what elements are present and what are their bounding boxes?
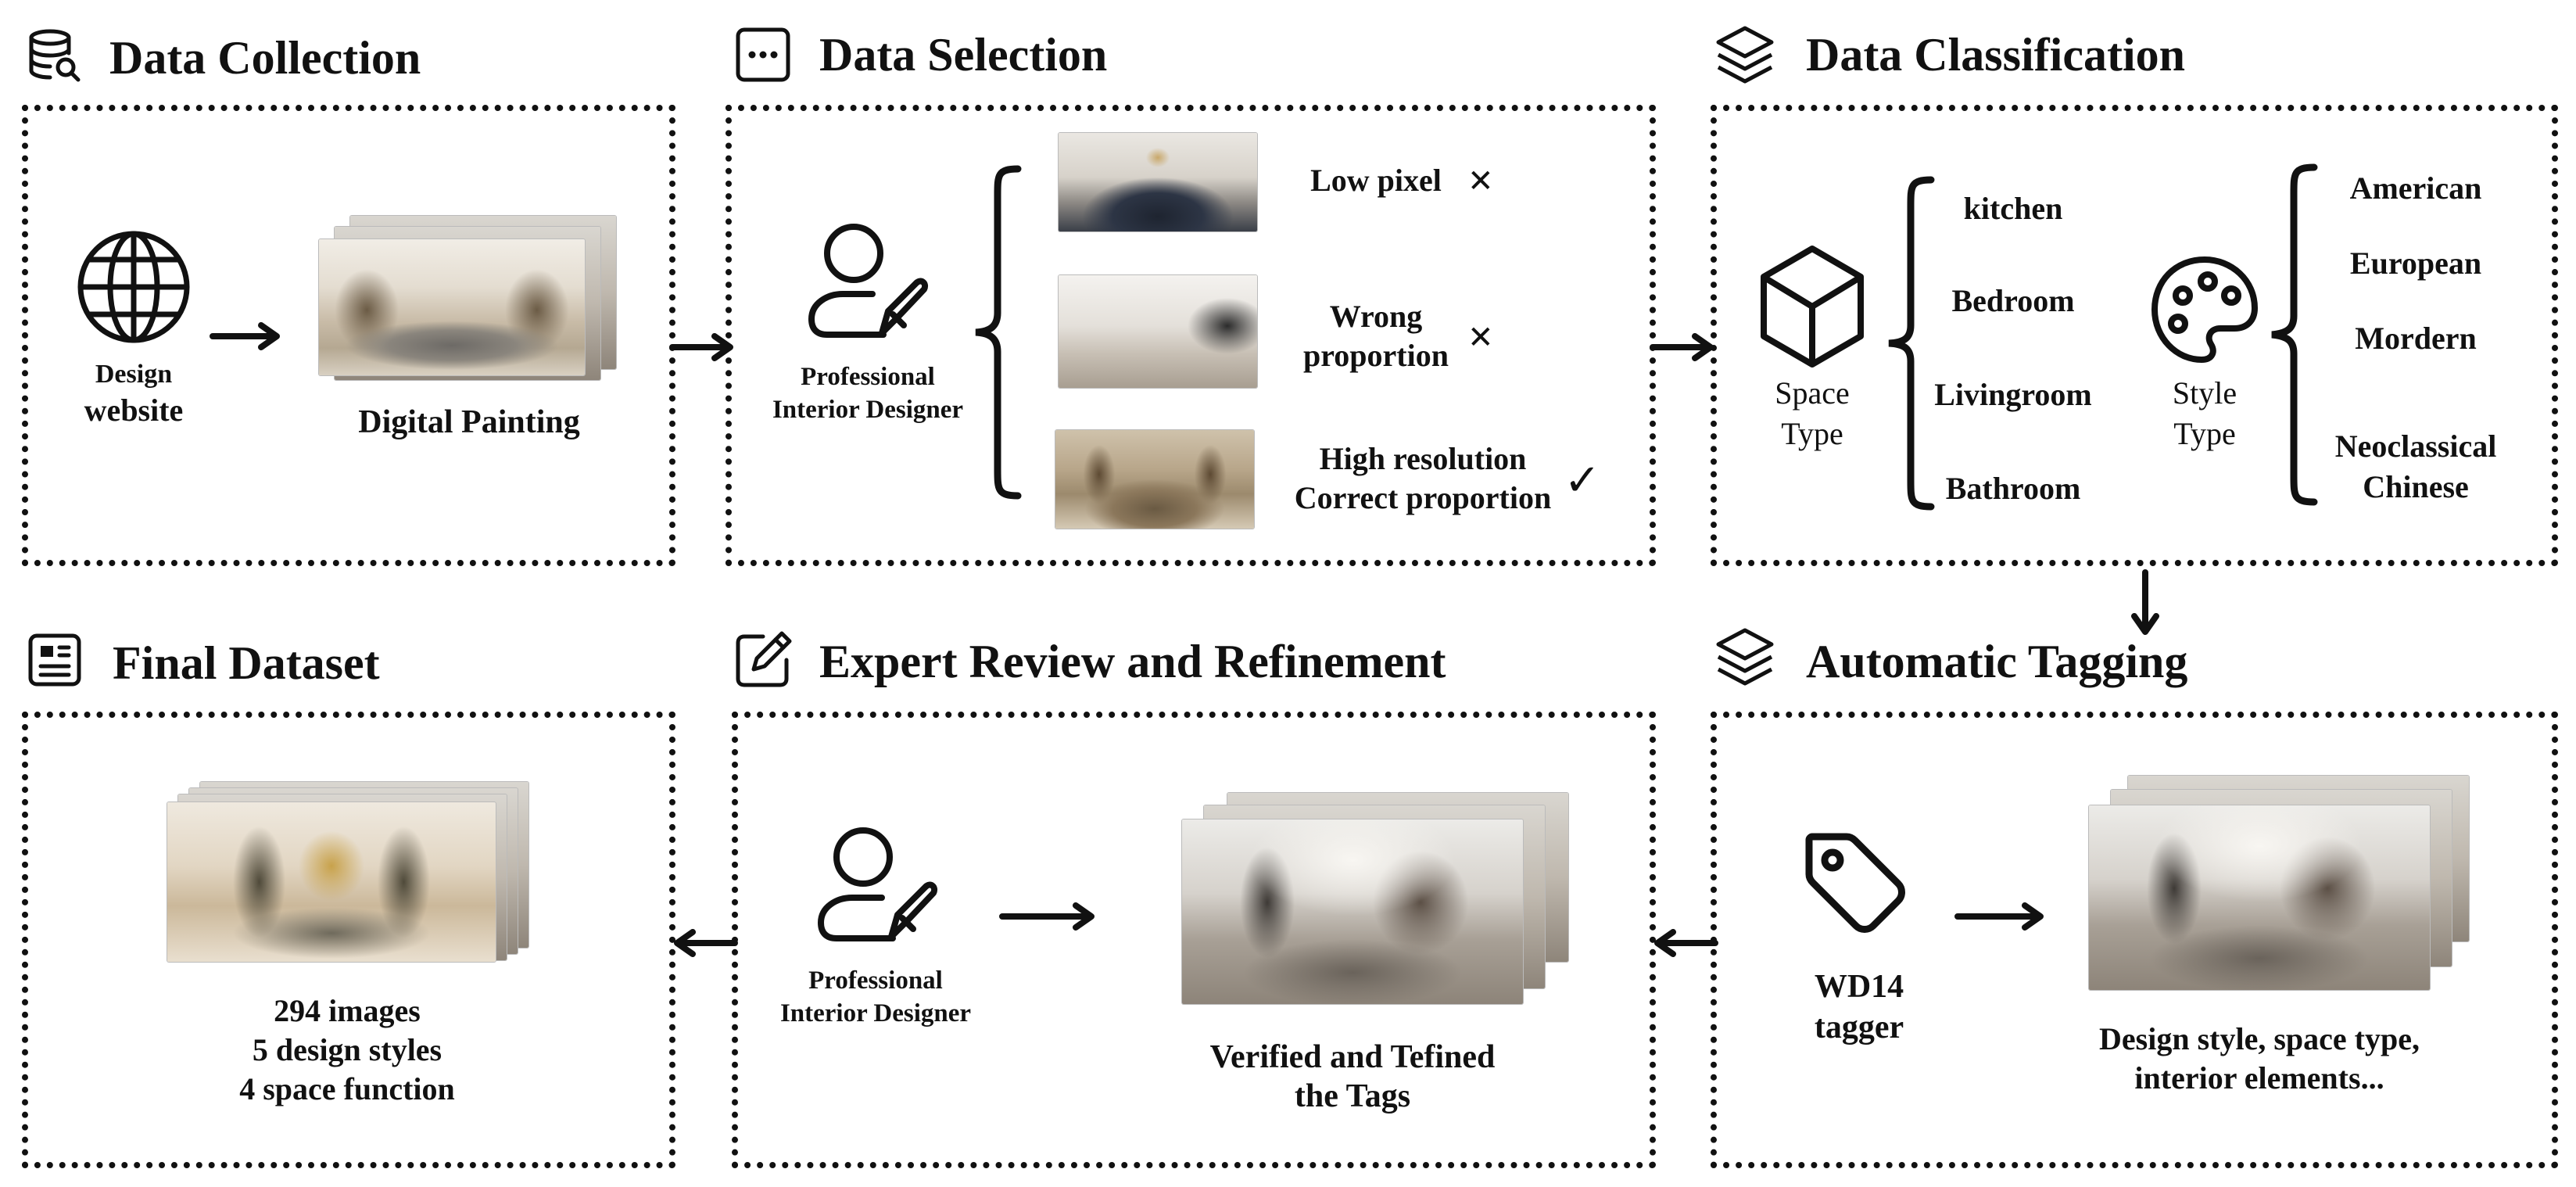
final-line3: 4 space function xyxy=(239,1071,455,1106)
wrong-proportion-image xyxy=(1059,275,1257,388)
site-label-line2: website xyxy=(84,393,184,428)
arrow-right-icon xyxy=(1954,902,2044,931)
designer-icon xyxy=(808,224,928,338)
review-result-line2: the Tags xyxy=(1294,1078,1411,1114)
style-type-mordern: Mordern xyxy=(2355,321,2477,356)
tagger-line2: tagger xyxy=(1814,1009,1904,1045)
space-label-line2: Type xyxy=(1781,416,1843,451)
review-designer-line2: Interior Designer xyxy=(779,999,972,1027)
selection-item2-line1: Wrong xyxy=(1329,299,1423,334)
edit-pen-icon xyxy=(736,631,792,687)
space-label-line1: Space xyxy=(1775,375,1850,411)
database-search-icon xyxy=(29,29,81,82)
tagging-title: Automatic Tagging xyxy=(1806,636,2188,687)
final-line2: 5 design styles xyxy=(252,1032,442,1067)
designer-icon xyxy=(818,827,937,941)
document-icon xyxy=(28,633,81,687)
high-resolution-image xyxy=(1055,430,1254,529)
reject-mark-1: × xyxy=(1468,156,1493,205)
space-type-bedroom: Bedroom xyxy=(1951,283,2075,318)
designer-label-line2: Interior Designer xyxy=(772,396,964,424)
style-label-line1: Style xyxy=(2172,375,2237,411)
space-type-livingroom: Livingroom xyxy=(1934,377,2092,412)
tagging-output-line2: interior elements... xyxy=(2134,1060,2384,1096)
tagged-image xyxy=(2089,805,2430,990)
arrow-left-icon xyxy=(674,929,738,957)
classification-title: Data Classification xyxy=(1806,29,2185,81)
accept-mark: ✓ xyxy=(1564,457,1601,505)
low-pixel-image xyxy=(1059,133,1257,231)
selection-title: Data Selection xyxy=(819,29,1108,81)
globe-icon xyxy=(77,231,190,343)
final-line1: 294 images xyxy=(274,993,421,1028)
collection-panel xyxy=(22,105,675,566)
arrow-right-icon xyxy=(1650,333,1714,361)
digital-painting-image xyxy=(319,239,585,375)
selection-item2-line2: proportion xyxy=(1303,338,1449,373)
selection-item3-line2: Correct proportion xyxy=(1294,480,1552,515)
palette-icon xyxy=(2151,256,2258,363)
final-panel xyxy=(22,712,675,1168)
curly-brace-icon xyxy=(1888,176,1935,511)
style-type-european: European xyxy=(2349,246,2482,281)
site-label-line1: Design xyxy=(95,360,173,389)
verified-image xyxy=(1182,819,1523,1004)
space-type-kitchen: kitchen xyxy=(1963,191,2063,226)
layers-icon xyxy=(1716,628,1774,686)
more-dots-icon xyxy=(736,27,790,82)
cube-icon xyxy=(1761,246,1864,368)
collection-title: Data Collection xyxy=(109,32,421,84)
arrow-right-icon xyxy=(210,322,280,350)
review-title: Expert Review and Refinement xyxy=(819,636,1446,687)
final-dataset-image xyxy=(167,802,496,962)
arrow-down-icon xyxy=(2131,569,2159,635)
arrow-right-icon xyxy=(669,333,733,361)
tagger-line1: WD14 xyxy=(1814,969,1904,1005)
curly-brace-icon xyxy=(975,165,1022,500)
review-result-line1: Verified and Tefined xyxy=(1209,1039,1496,1075)
arrow-right-icon xyxy=(999,902,1095,931)
reject-mark-2: × xyxy=(1468,313,1493,361)
style-label-line2: Type xyxy=(2173,416,2236,451)
arrow-left-icon xyxy=(1654,929,1718,957)
classification-panel xyxy=(1711,105,2558,566)
layers-icon xyxy=(1716,26,1774,84)
style-type-neoclassical: Neoclassical xyxy=(2334,429,2497,464)
tag-icon xyxy=(1805,833,1905,933)
review-designer-line1: Professional xyxy=(808,966,943,995)
tagging-output-line1: Design style, space type, xyxy=(2099,1021,2420,1056)
curly-brace-icon xyxy=(2271,163,2318,506)
space-type-bathroom: Bathroom xyxy=(1945,471,2081,506)
painting-label: Digital Painting xyxy=(358,404,580,440)
final-title: Final Dataset xyxy=(113,637,380,689)
selection-item3-line1: High resolution xyxy=(1319,441,1527,476)
selection-panel xyxy=(726,105,1656,566)
designer-label-line1: Professional xyxy=(801,363,935,391)
style-type-american: American xyxy=(2349,170,2482,206)
style-type-chinese: Chinese xyxy=(2363,469,2469,504)
selection-item1-line1: Low pixel xyxy=(1310,163,1442,198)
